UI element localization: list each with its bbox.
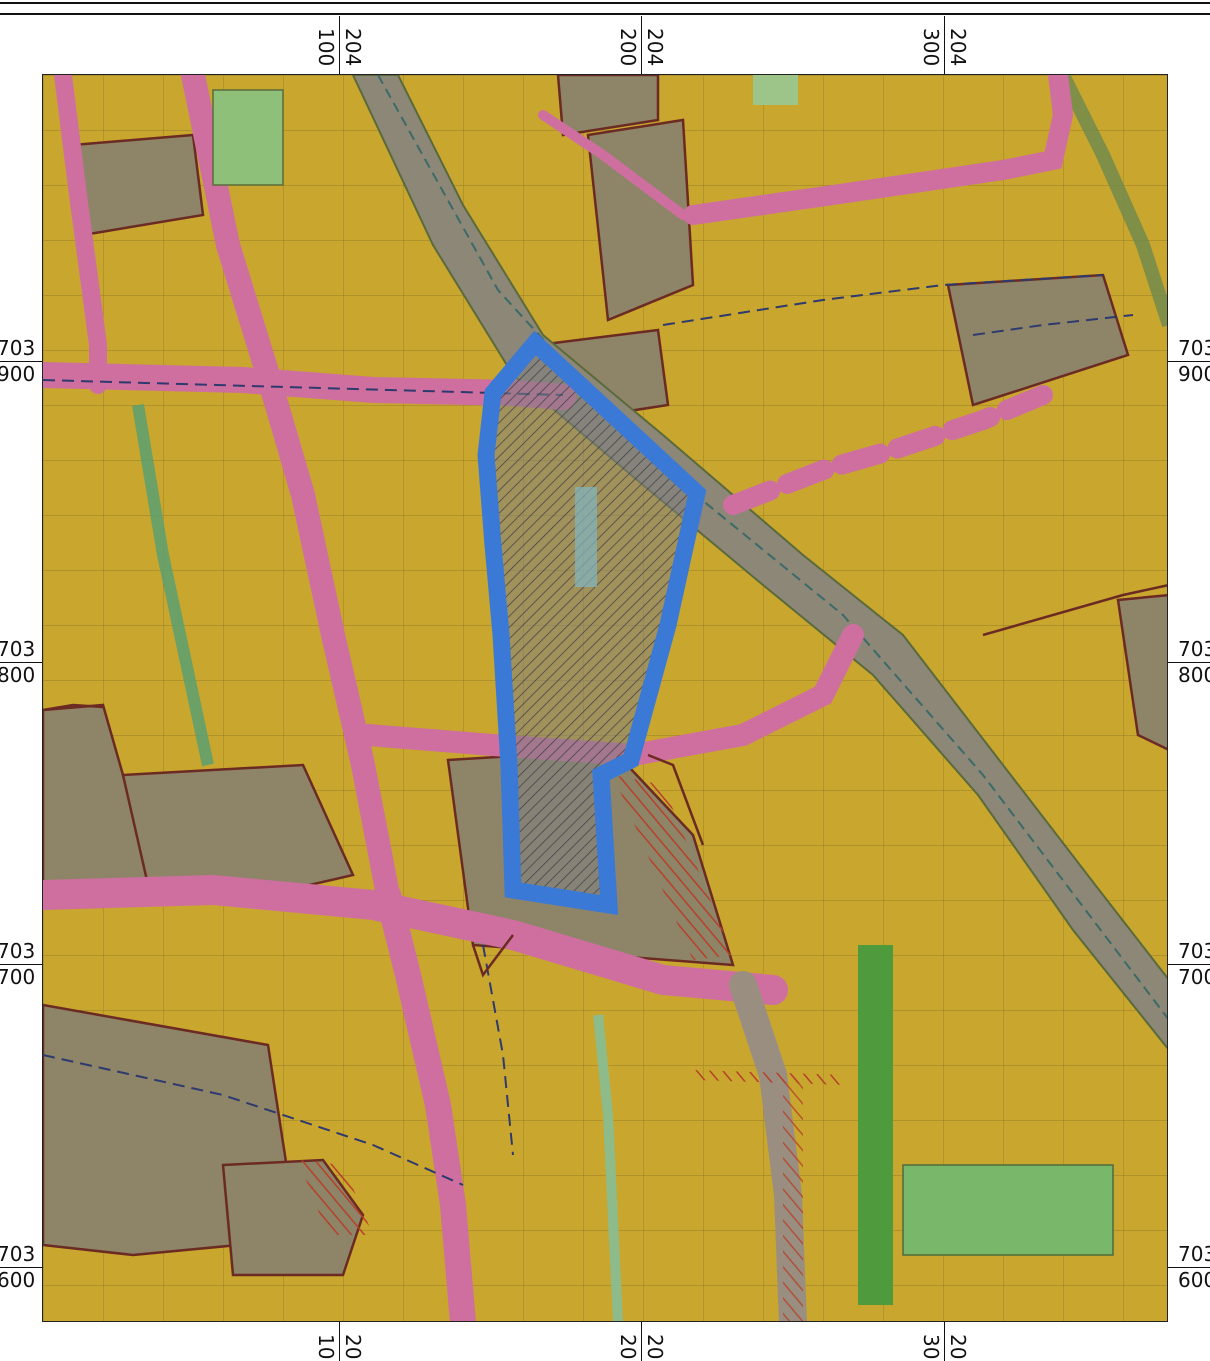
bottom-coord-major: 30 — [919, 1334, 943, 1360]
grid-tick — [944, 1322, 945, 1361]
boundary-lines — [43, 274, 1134, 1186]
right-coord-minor: 800 — [1178, 663, 1210, 687]
bottom-coord-major: 20 — [616, 1334, 640, 1360]
grid-tick — [1168, 662, 1210, 663]
right-coord-major: 703 — [1178, 336, 1210, 360]
grid-tick — [0, 964, 42, 965]
left-coord-minor: 800 — [0, 663, 36, 687]
right-coord-minor: 700 — [1178, 965, 1210, 989]
project-site-boundary[interactable] — [477, 330, 707, 916]
grid-tick — [641, 16, 642, 74]
right-coord-minor: 600 — [1178, 1268, 1210, 1292]
right-coord-minor: 900 — [1178, 362, 1210, 386]
grid-tick — [0, 361, 42, 362]
zoning-map[interactable] — [42, 74, 1168, 1322]
green-zones — [132, 75, 1114, 1321]
left-coord-major: 703 — [0, 637, 36, 661]
top-coord-major: 200 — [616, 28, 640, 67]
bottom-coord-minor: 20 — [643, 1334, 667, 1360]
parcel-boundaries — [43, 584, 1167, 978]
grid-tick — [339, 16, 340, 74]
top-coord-minor: 204 — [341, 28, 365, 67]
left-coord-minor: 700 — [0, 965, 36, 989]
road-network — [43, 75, 1074, 1321]
bottom-coord-major: 10 — [314, 1334, 338, 1360]
zoning-map-canvas — [43, 75, 1167, 1321]
grid-tick — [1168, 361, 1210, 362]
site-inner-feature — [575, 487, 597, 587]
left-coord-major: 703 — [0, 939, 36, 963]
top-coord-minor: 204 — [946, 28, 970, 67]
left-coord-minor: 600 — [0, 1268, 36, 1292]
top-border-line — [0, 13, 1210, 15]
grid-tick — [0, 1267, 42, 1268]
right-coord-major: 703 — [1178, 637, 1210, 661]
top-border-line — [0, 2, 1210, 4]
hatched-setbacks — [298, 775, 843, 1321]
grid-tick — [0, 662, 42, 663]
left-coord-minor: 900 — [0, 362, 36, 386]
left-coord-major: 703 — [0, 336, 36, 360]
top-coord-major: 100 — [314, 28, 338, 67]
right-coord-major: 703 — [1178, 939, 1210, 963]
top-coord-major: 300 — [919, 28, 943, 67]
bottom-coord-minor: 20 — [946, 1334, 970, 1360]
grid-tick — [1168, 1267, 1210, 1268]
grid-tick — [641, 1322, 642, 1361]
grid-tick — [944, 16, 945, 74]
left-coord-major: 703 — [0, 1242, 36, 1266]
right-coord-major: 703 — [1178, 1242, 1210, 1266]
bottom-coord-minor: 20 — [341, 1334, 365, 1360]
grid-tick — [1168, 964, 1210, 965]
grid-tick — [339, 1322, 340, 1361]
top-coord-minor: 204 — [643, 28, 667, 67]
project-site-area — [486, 343, 697, 905]
